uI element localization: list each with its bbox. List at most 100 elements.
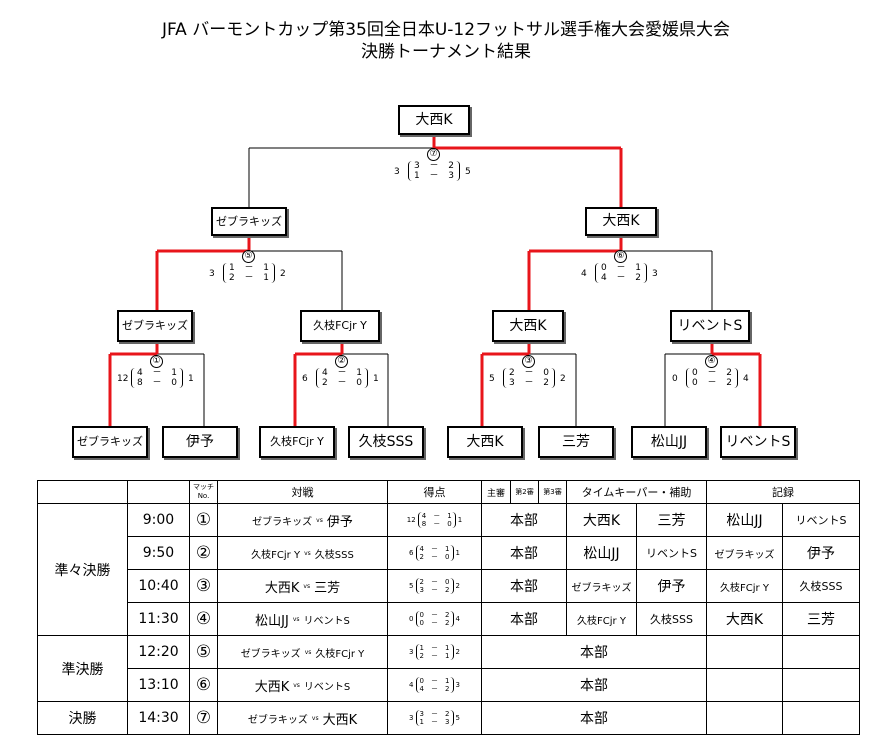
score-separator: －: [431, 586, 438, 594]
home-half-score: 2: [419, 553, 424, 561]
recorder-1: ゼブラキッズ: [706, 536, 783, 570]
score-separator: －: [429, 161, 439, 171]
half-score-row: 0－2: [687, 368, 737, 378]
match-number-badge: ③: [522, 355, 535, 368]
score-separator: －: [337, 378, 347, 388]
home-half-score: 4: [322, 368, 328, 378]
team-box-semi: ゼブラキッズ: [211, 207, 287, 236]
left-total-score: 4: [581, 269, 587, 279]
timekeeper-2: 久枝SSS: [636, 602, 707, 636]
away-half-score: 2: [445, 685, 450, 693]
recorder-2: 伊予: [782, 536, 860, 570]
away-half-score: 0: [171, 378, 177, 388]
away-half-score: 2: [448, 161, 454, 171]
home-half-score: 4: [601, 273, 607, 283]
match-time: 11:30: [127, 602, 190, 636]
score-separator: －: [431, 619, 438, 627]
team-box-r1: リベントS: [720, 426, 796, 458]
half-score-row: 1－1: [224, 263, 274, 273]
score-separator: －: [431, 578, 438, 586]
stage-label: 準々決勝: [37, 503, 128, 636]
header-referee-2: 第2審: [510, 480, 539, 504]
timekeeper-2: 三芳: [636, 503, 707, 537]
timekeeper-2: 伊予: [636, 569, 707, 603]
match-number: ①: [189, 503, 218, 537]
half-score-row: 4－2: [417, 685, 453, 693]
right-team: 大西K: [322, 712, 358, 728]
away-half-score: 1: [635, 263, 641, 273]
match-number: ③: [189, 569, 218, 603]
stage-label: 決勝: [37, 701, 128, 735]
right-team: 久枝FCjr Y: [315, 648, 365, 660]
left-team: 久枝FCjr Y: [251, 549, 301, 561]
left-total-score: 12: [117, 374, 129, 384]
away-half-score: 0: [543, 368, 549, 378]
header-match-no: マッチNo.: [189, 480, 218, 504]
team-box-semi: 大西K: [585, 207, 657, 236]
home-half-score: 4: [137, 368, 143, 378]
half-score-row: 1－3: [417, 718, 453, 726]
right-total-score: 1: [455, 549, 460, 557]
referee-main: 本部: [481, 569, 567, 603]
team-box-r1: 久枝SSS: [348, 426, 424, 458]
home-half-score: 0: [419, 619, 424, 627]
left-total-score: 3: [209, 269, 215, 279]
empty-cell: [706, 635, 783, 669]
home-half-score: 2: [322, 378, 328, 388]
left-team: ゼブラキッズ: [240, 648, 301, 660]
half-score-row: 1－1: [417, 644, 453, 652]
home-half-score: 4: [419, 545, 424, 553]
home-half-score: 1: [229, 263, 235, 273]
header-referee-3: 第3審: [538, 480, 567, 504]
match-number: ②: [189, 536, 218, 570]
left-total-score: 3: [394, 167, 400, 177]
right-total-score: 4: [743, 374, 749, 384]
home-half-score: 2: [419, 652, 424, 660]
away-half-score: 0: [356, 378, 362, 388]
score-separator: －: [431, 677, 438, 685]
referee-main: 本部: [481, 503, 567, 537]
vs-label: vs: [292, 615, 300, 623]
home-half-score: 3: [419, 586, 424, 594]
score-separator: －: [431, 545, 438, 553]
team-box-qf: ゼブラキッズ: [117, 310, 193, 342]
home-half-score: 3: [509, 378, 515, 388]
score-separator: －: [431, 685, 438, 693]
recorder-2: リベントS: [782, 503, 860, 537]
team-box-r1: ゼブラキッズ: [72, 426, 148, 458]
home-half-score: 1: [414, 171, 420, 181]
score-separator: －: [152, 378, 162, 388]
team-box-r1: 大西K: [447, 426, 523, 458]
left-total-score: 3: [409, 714, 414, 722]
header-referee-main: 主審: [481, 480, 511, 504]
match-number-badge: ⑥: [614, 250, 627, 263]
referee-main: 本部: [481, 635, 707, 669]
away-half-score: 2: [726, 368, 732, 378]
score-separator: －: [152, 368, 162, 378]
right-team: 伊予: [326, 514, 353, 530]
away-half-score: 1: [447, 512, 452, 520]
right-total-score: 1: [188, 374, 194, 384]
schedule-table: マッチNo. 対戦 得点 主審 第2審 第3審 タイムキーパー・補助 記録 準々…: [37, 480, 860, 735]
match-time: 13:10: [127, 668, 190, 702]
right-total-score: 3: [652, 269, 658, 279]
timekeeper-1: 久枝FCjr Y: [566, 602, 637, 636]
away-half-score: 2: [445, 710, 450, 718]
stage-label: 準決勝: [37, 635, 128, 702]
timekeeper-2: リベントS: [636, 536, 707, 570]
half-score-row: 2－1: [417, 652, 453, 660]
away-half-score: 0: [445, 553, 450, 561]
right-team: リベントS: [303, 681, 351, 693]
